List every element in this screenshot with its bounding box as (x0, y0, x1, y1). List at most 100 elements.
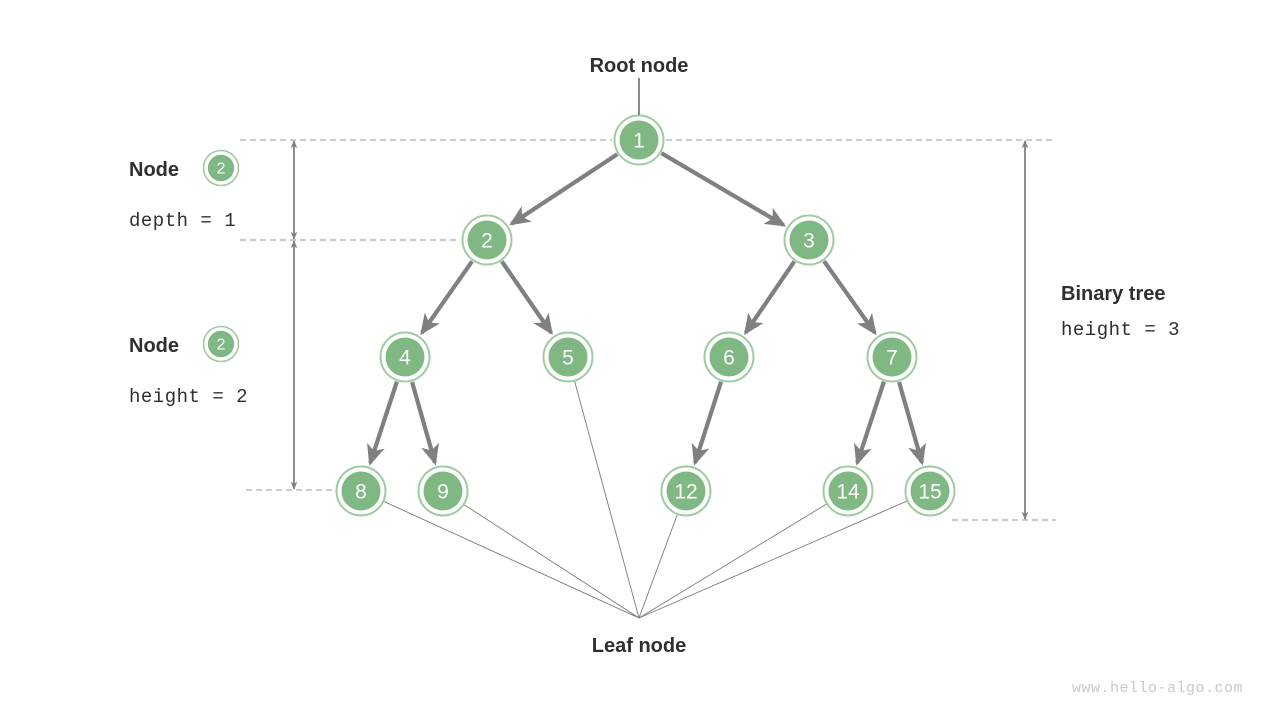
node-white-ring (825, 468, 871, 514)
leaf-connector-lines (383, 380, 908, 619)
node-fill (828, 471, 868, 511)
tree-node-5[interactable]: 5 (542, 331, 594, 383)
badge-outer-ring (202, 149, 240, 187)
node-value: 3 (803, 230, 815, 253)
annotation-title: Node (129, 335, 179, 357)
root-node-label: Root node (590, 55, 689, 77)
node-fill (467, 220, 507, 260)
tree-node-14[interactable]: 14 (822, 465, 874, 517)
leaf-node-label: Leaf node (592, 635, 686, 657)
node-outer-ring (542, 331, 594, 383)
annotation-title: Binary tree (1061, 283, 1166, 305)
annotation-node-height: Node 2 height = 2 (129, 325, 248, 408)
node-white-ring (907, 468, 953, 514)
measure-arrows (290, 140, 1029, 520)
edge-n2-n4 (420, 260, 474, 336)
node-fill (341, 471, 381, 511)
annotation-detail: height = 3 (1061, 319, 1180, 341)
node-fill (548, 337, 588, 377)
node-white-ring (869, 334, 915, 380)
node-outer-ring (703, 331, 755, 383)
badge-fill (207, 330, 235, 358)
node-fill (709, 337, 749, 377)
annotation-detail: height = 2 (129, 386, 248, 408)
badge-white-ring (204, 327, 238, 361)
node-fill (423, 471, 463, 511)
leaf-line-n5 (573, 380, 640, 619)
annotation-tree-height: Binary tree height = 3 (1061, 283, 1180, 341)
node-fill (789, 220, 829, 260)
node-value: 15 (918, 481, 941, 504)
node-value: 8 (355, 481, 367, 504)
leaf-line-n14 (638, 503, 828, 619)
annotations: Node 2 depth = 1 Node 2 height = 2 Binary tree… (129, 149, 1180, 408)
node-outer-ring (822, 465, 874, 517)
node-value: 2 (481, 230, 493, 253)
node-fill (619, 120, 659, 160)
node-white-ring (382, 334, 428, 380)
node-white-ring (706, 334, 752, 380)
annotation-detail: depth = 1 (129, 210, 236, 232)
tree-node-2[interactable]: 2 (461, 214, 513, 266)
watermark: www.hello-algo.com (1072, 680, 1243, 697)
badge-fill (207, 154, 235, 182)
edge-n7-n15 (897, 381, 926, 466)
edge-n3-n7 (822, 259, 877, 336)
node-white-ring (786, 217, 832, 263)
node-outer-ring (461, 214, 513, 266)
leaf-line-n15 (638, 500, 908, 619)
tree-node-15[interactable]: 15 (904, 465, 956, 517)
node-outer-ring (379, 331, 431, 383)
edge-n3-n6 (743, 260, 797, 336)
edge-n1-n3 (660, 151, 787, 227)
node-fill (872, 337, 912, 377)
edge-n7-n14 (854, 381, 886, 466)
node-white-ring (663, 468, 709, 514)
tree-node-4[interactable]: 4 (379, 331, 431, 383)
tree-node-7[interactable]: 7 (866, 331, 918, 383)
tree-node-8[interactable]: 8 (335, 465, 387, 517)
node-value: 14 (836, 481, 860, 504)
edge-n1-n2 (509, 152, 619, 226)
tree-node-9[interactable]: 9 (417, 465, 469, 517)
leaf-line-n8 (383, 500, 640, 619)
node-fill (910, 471, 950, 511)
node-white-ring (616, 117, 662, 163)
badge-value: 2 (217, 337, 226, 354)
node-outer-ring (904, 465, 956, 517)
node-outer-ring (866, 331, 918, 383)
node-outer-ring (335, 465, 387, 517)
tree-node-6[interactable]: 6 (703, 331, 755, 383)
node-value: 7 (886, 347, 898, 370)
edge-n6-n12 (691, 381, 724, 466)
node-outer-ring (417, 465, 469, 517)
badge-white-ring (204, 151, 238, 185)
node-outer-ring (613, 114, 665, 166)
node-value: 4 (399, 347, 411, 370)
leaf-line-n9 (463, 503, 640, 619)
node-outer-ring (783, 214, 835, 266)
edge-n4-n9 (410, 381, 439, 466)
node-fill (385, 337, 425, 377)
tree-node-3[interactable]: 3 (783, 214, 835, 266)
edge-n4-n8 (367, 381, 399, 466)
node-fill (666, 471, 706, 511)
node-value: 1 (633, 130, 645, 153)
node-value: 6 (723, 347, 735, 370)
node-white-ring (338, 468, 384, 514)
node-value: 9 (437, 481, 449, 504)
annotation-node-depth: Node 2 depth = 1 (129, 149, 240, 232)
annotation-title: Node (129, 159, 179, 181)
tree-node-1[interactable]: 1 (613, 114, 665, 166)
node-value: 5 (562, 347, 574, 370)
edge-n2-n5 (500, 260, 553, 336)
tree-edges (367, 151, 926, 466)
node-white-ring (464, 217, 510, 263)
node-white-ring (420, 468, 466, 514)
badge-value: 2 (217, 161, 226, 178)
leaf-line-n12 (638, 513, 678, 619)
tree-node-12[interactable]: 12 (660, 465, 712, 517)
